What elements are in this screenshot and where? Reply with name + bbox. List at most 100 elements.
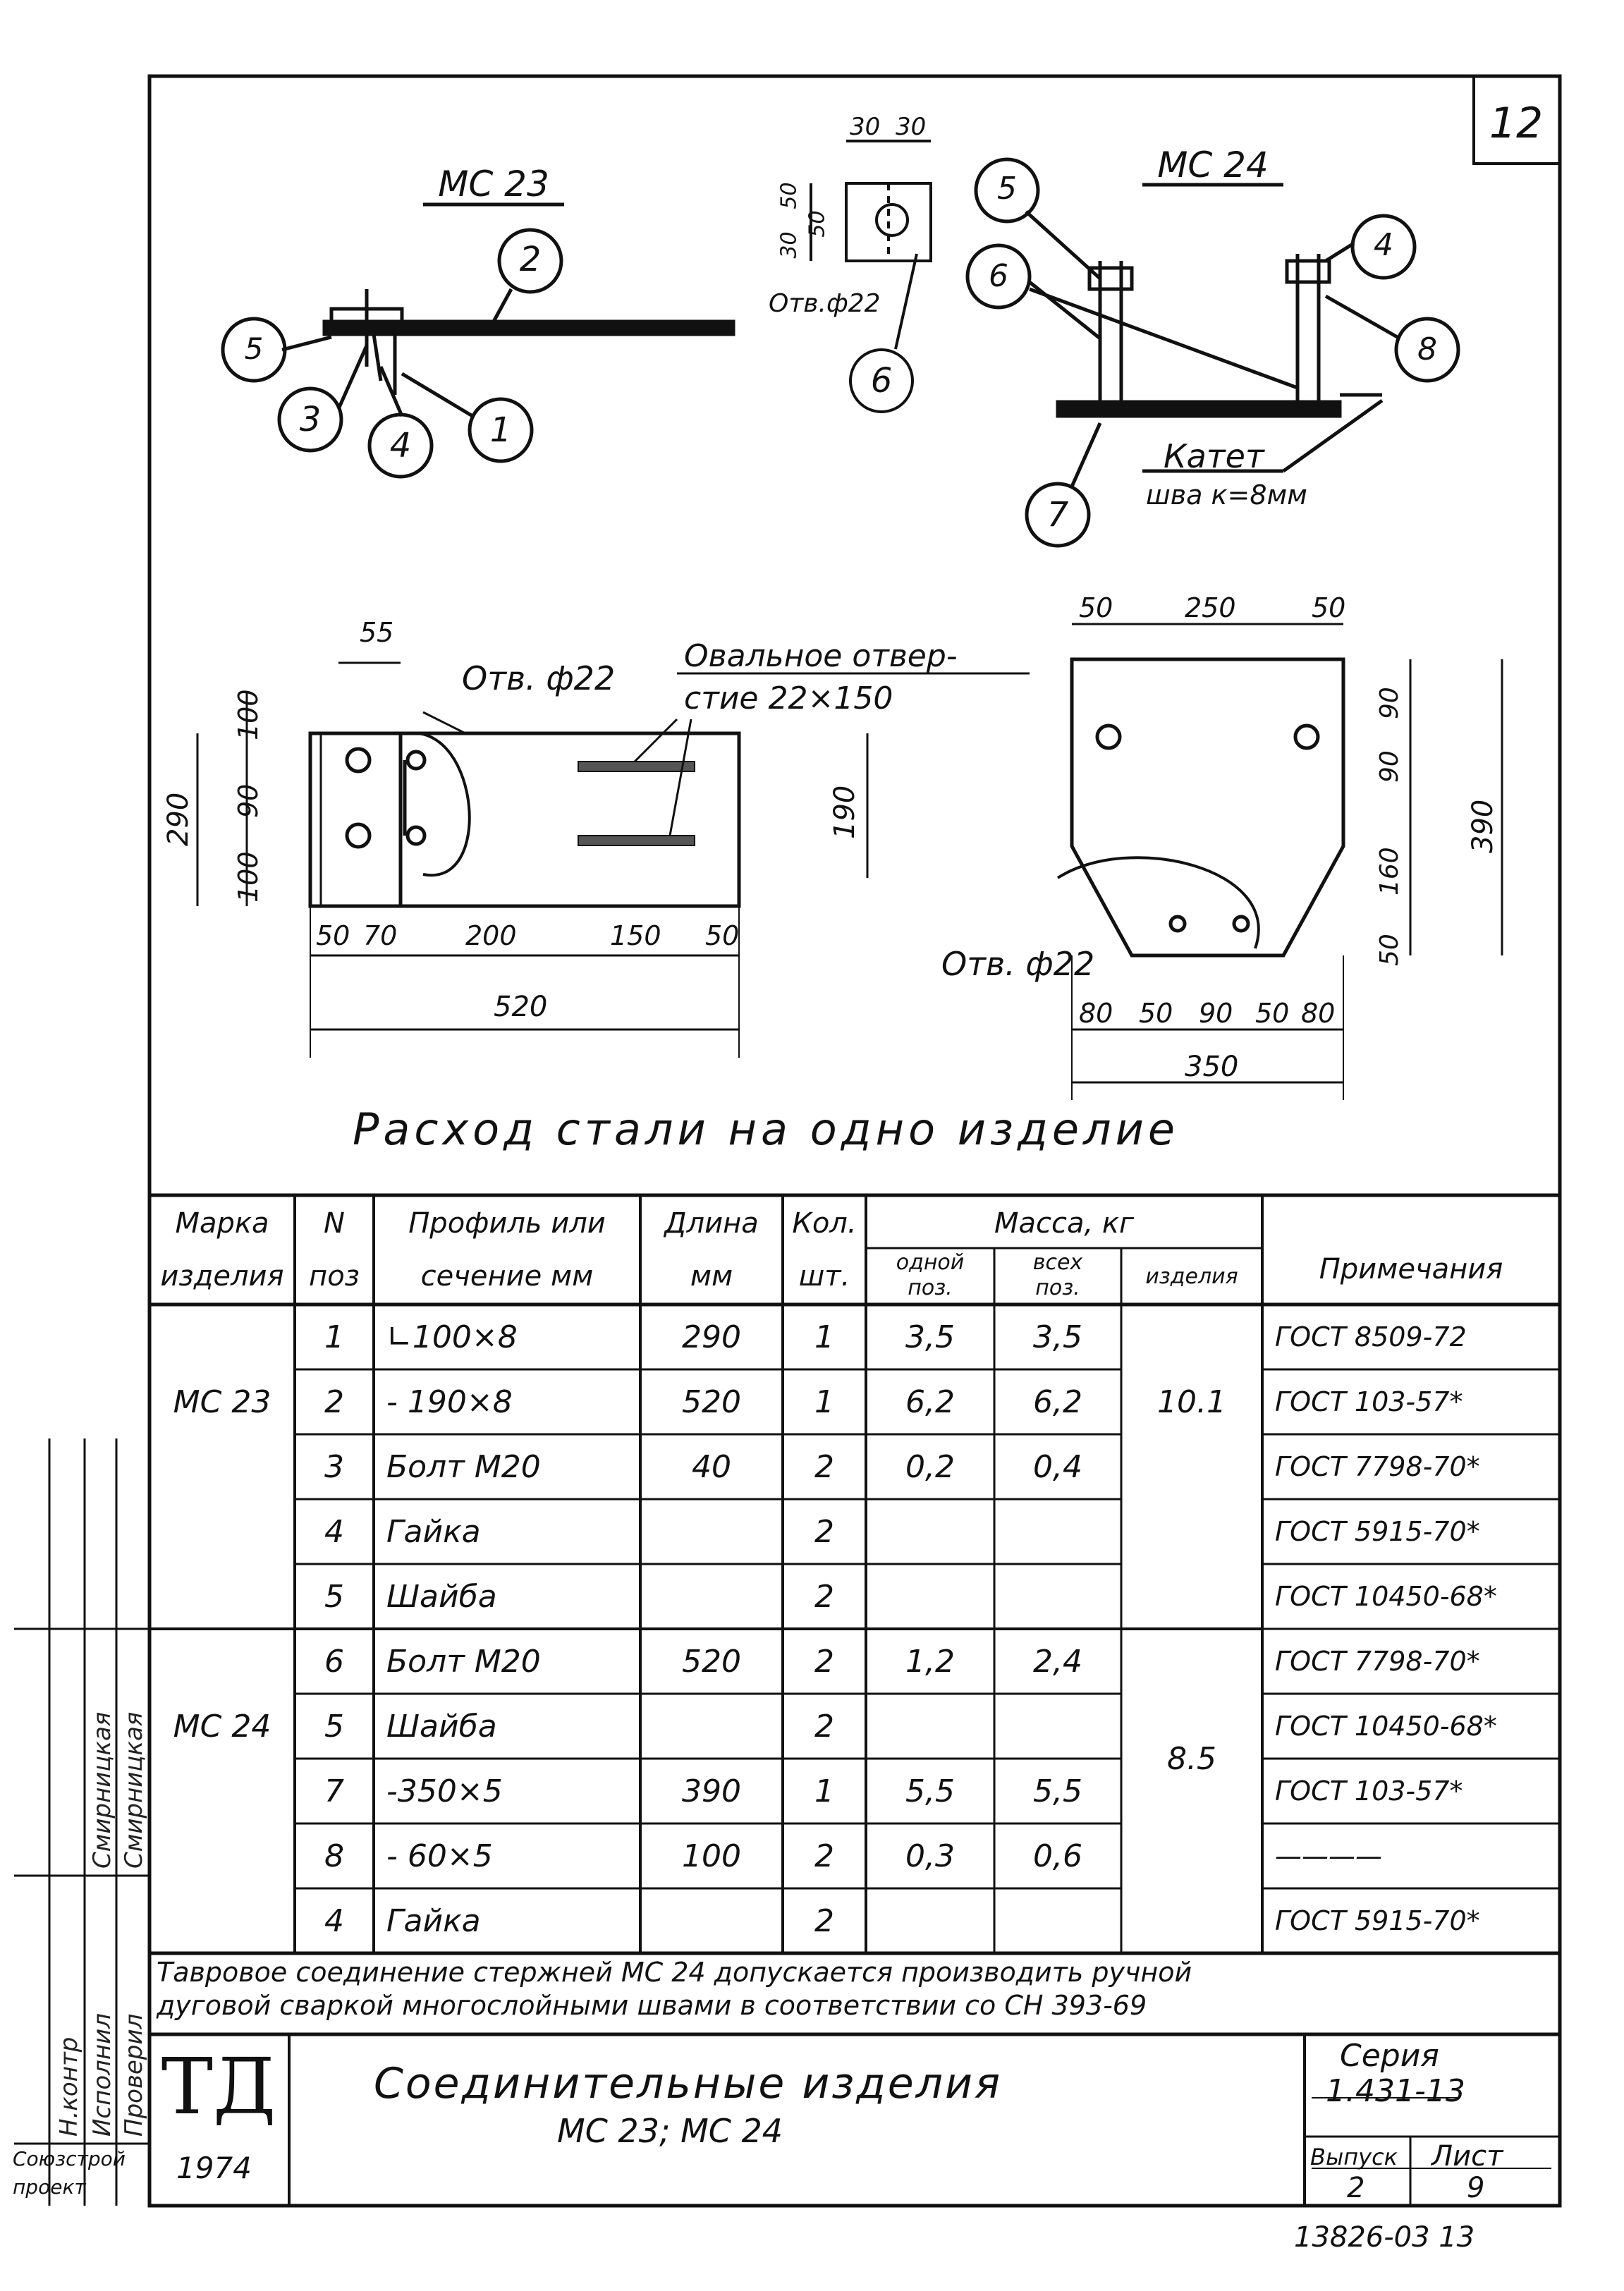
detail-dim-30c: 30 (776, 231, 802, 259)
cell-one (866, 1499, 994, 1564)
th-pos-1: N (324, 1207, 345, 1240)
side-stamp-name1: Смирницкая (88, 1711, 116, 1869)
group-mark-mc23: МС 23 (173, 1383, 271, 1420)
mc23-title: МС 23 (438, 164, 549, 204)
sheet-number: 12 (1489, 99, 1544, 148)
th-length-2: мм (690, 1260, 733, 1293)
left-dim-50b: 50 (705, 920, 740, 951)
cell-qty: 2 (814, 1902, 834, 1939)
cell-note: ГОСТ 5915-70* (1275, 1905, 1480, 1936)
detail-hole-note: Отв.ф22 (769, 289, 881, 318)
cell-profile: -350×5 (386, 1773, 503, 1809)
cell-length (640, 1564, 783, 1629)
detail-dim-30b: 30 (896, 113, 927, 141)
right-dim-50e: 50 (1255, 998, 1290, 1029)
sheet-value: 9 (1467, 2172, 1485, 2204)
cell-one (866, 1694, 994, 1759)
year: 1974 (176, 2151, 252, 2185)
group-mark-mc24: МС 24 (173, 1708, 271, 1745)
right-dim-90c: 90 (1199, 998, 1233, 1029)
left-dim-55: 55 (360, 617, 394, 648)
footnote-line1: Тавровое соединение стержней МС 24 допус… (157, 1957, 1192, 1988)
cell-all: 2,4 (1033, 1643, 1082, 1680)
mc23-plan-view (196, 661, 1030, 1058)
cell-length: 520 (682, 1383, 741, 1420)
sheet-label: Лист (1431, 2140, 1503, 2173)
cell-pos: 3 (324, 1448, 344, 1485)
oval-note-line1: Овальное отвер- (684, 638, 958, 674)
cell-pos: 8 (324, 1838, 344, 1874)
cell-length (640, 1888, 783, 1953)
cell-profile: Болт М20 (386, 1643, 541, 1680)
cell-length (640, 1694, 783, 1759)
cell-qty: 2 (814, 1448, 834, 1485)
th-mass-item: изделия (1145, 1264, 1238, 1289)
cell-note: ГОСТ 10450-68* (1275, 1711, 1497, 1742)
right-hole-note: Отв. ф22 (941, 945, 1095, 983)
th-mass-one-1: одной (896, 1250, 965, 1275)
cell-pos: 4 (324, 1513, 344, 1550)
table-grid (149, 1193, 1560, 1955)
cell-length (640, 1499, 783, 1564)
mc23-side-view (221, 202, 735, 479)
mc23-callout-2: 2 (519, 240, 542, 279)
right-dim-50d: 50 (1139, 998, 1173, 1029)
th-profile-1: Профиль или (408, 1207, 606, 1240)
cell-pos: 5 (324, 1578, 344, 1615)
cell-all: 3,5 (1033, 1319, 1082, 1355)
right-dim-50b: 50 (1312, 592, 1346, 623)
mc24-callout-5: 5 (997, 171, 1017, 207)
cell-qty: 1 (814, 1773, 834, 1809)
cell-one (866, 1888, 994, 1953)
cell-qty: 2 (814, 1708, 834, 1745)
cell-note: ГОСТ 103-57* (1275, 1776, 1463, 1807)
group-mass-mc23: 10.1 (1157, 1383, 1226, 1420)
mc24-callout-4: 4 (1374, 227, 1393, 263)
group-mass-mc24: 8.5 (1167, 1740, 1216, 1777)
left-dim-150: 150 (610, 920, 661, 951)
left-dim-90: 90 (233, 783, 264, 818)
cell-pos: 5 (324, 1708, 344, 1745)
right-dim-50a: 50 (1079, 592, 1113, 623)
cell-note: ГОСТ 5915-70* (1275, 1516, 1480, 1547)
side-stamp-org2: проект (13, 2175, 86, 2199)
weld-note-line2: шва к=8мм (1146, 479, 1307, 511)
left-dim-100a: 100 (233, 689, 264, 740)
weld-note-line1: Катет (1164, 437, 1264, 475)
cell-qty: 2 (814, 1513, 834, 1550)
cell-one: 6,2 (905, 1383, 955, 1420)
right-dim-80b: 80 (1301, 998, 1336, 1029)
cell-one: 3,5 (905, 1319, 955, 1355)
cell-one (866, 1564, 994, 1629)
cell-length: 520 (682, 1643, 741, 1680)
mc24-title: МС 24 (1157, 145, 1269, 185)
side-stamp-nkontr: Н.контр (55, 2036, 83, 2137)
table-title: Расход стали на одно изделие (353, 1104, 1180, 1155)
right-dim-390: 390 (1467, 799, 1499, 853)
cell-qty: 2 (814, 1578, 834, 1615)
logo: ТД (161, 2041, 276, 2132)
mc24-side-view (965, 157, 1460, 548)
cell-qty: 2 (814, 1838, 834, 1874)
th-mass-one-2: поз. (908, 1275, 953, 1300)
mc23-callout-1: 1 (489, 410, 512, 450)
cell-one: 0,3 (905, 1838, 955, 1874)
cell-all: 0,4 (1033, 1448, 1082, 1485)
detail-dim-30a: 30 (850, 113, 881, 141)
mc23-callout-4: 4 (389, 426, 412, 465)
right-dim-90a: 90 (1375, 687, 1404, 719)
cell-all: 6,2 (1033, 1383, 1082, 1420)
cell-profile: Гайка (386, 1513, 481, 1550)
cell-pos: 1 (324, 1319, 344, 1355)
cell-all (994, 1694, 1121, 1759)
mc24-callout-7: 7 (1046, 495, 1069, 534)
cell-profile: Болт М20 (386, 1448, 541, 1485)
right-dim-90b: 90 (1375, 750, 1404, 783)
side-stamp-proveril: Проверил (120, 2013, 148, 2137)
cell-all: 5,5 (1033, 1773, 1082, 1809)
left-dim-200: 200 (465, 920, 517, 951)
series-label: Серия (1340, 2038, 1439, 2074)
th-qty-2: шт. (798, 1260, 850, 1293)
cell-qty: 2 (814, 1643, 834, 1680)
